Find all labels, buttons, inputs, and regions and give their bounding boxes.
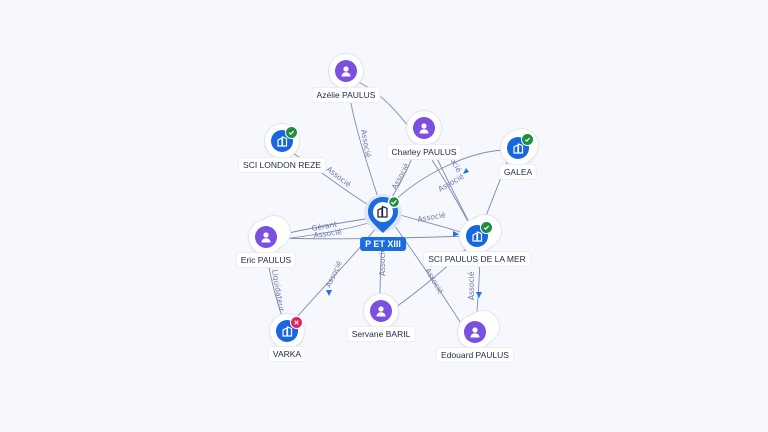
person-icon [464,321,486,343]
node-label: Charley PAULUS [387,145,461,159]
edge-label: Liquidateur [270,269,286,313]
node-label: Azélie PAULUS [312,88,380,102]
edge-label: Associé [417,210,447,224]
building-icon [377,205,388,218]
edge-label: Associé [390,161,411,191]
edge-label: Gérant [311,220,338,233]
arrowhead [453,231,459,237]
person-icon [370,300,392,322]
edge-label: Associé [467,271,476,300]
person-icon [413,117,435,139]
person-icon [255,226,277,248]
edge-servane-sci-mer [391,244,471,311]
node-label: SCI LONDON REZE [239,158,325,172]
edge-label: Associé [313,227,343,240]
person-icon [335,60,357,82]
node-label: GALEA [499,165,537,179]
edge-label: Associé [324,259,344,289]
center-node-pin[interactable] [363,193,403,241]
node-label: Eric PAULUS [236,253,296,267]
verified-check-icon [521,133,534,146]
edge-varka-center [289,224,379,326]
edge-label: Associé [378,247,387,276]
center-node-label: P ET XIII [360,237,406,251]
node-label: Edouard PAULUS [437,348,513,362]
edge-edouard-center [391,221,463,326]
edge-galea-center [389,149,509,206]
node-label: Servane BARIL [347,327,415,341]
arrowhead [463,168,469,174]
closed-x-icon [290,316,303,329]
edge-eric-center-associe [274,221,373,241]
arrowhead [476,292,482,298]
verified-check-icon [387,195,401,209]
node-label: SCI PAULUS DE LA MER [424,252,530,266]
edge-eric-center-gerant [274,217,373,237]
node-label: VARKA [268,347,306,361]
verified-check-icon [285,126,298,139]
arrowhead [326,290,332,296]
verified-check-icon [480,221,493,234]
